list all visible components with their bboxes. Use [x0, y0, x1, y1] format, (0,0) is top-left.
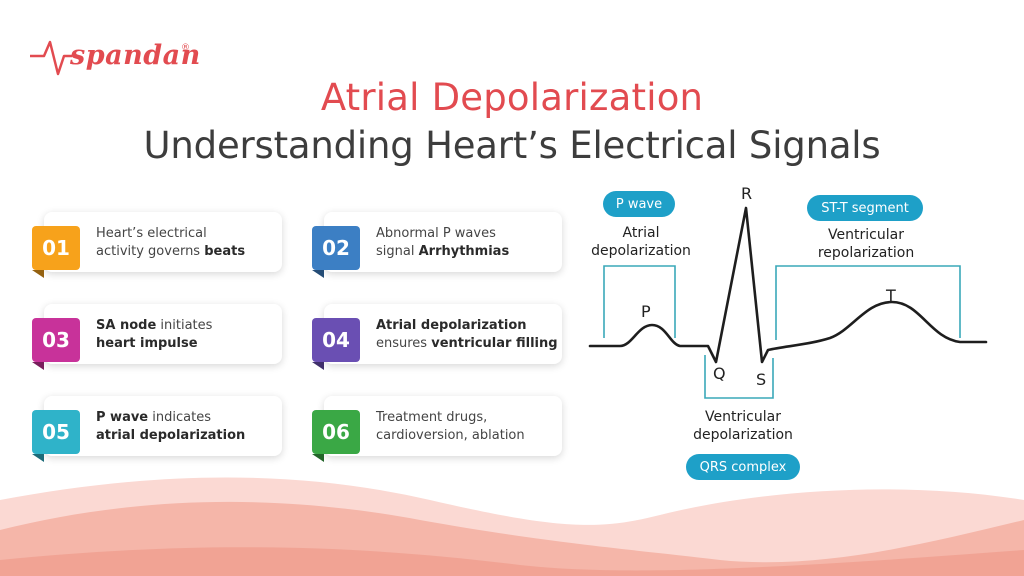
atrial-label-line2: depolarization	[591, 243, 691, 259]
card-line2-bold: beats	[204, 244, 246, 259]
t-letter: T	[886, 286, 896, 305]
p-wave-pill: P wave	[603, 191, 675, 217]
st-t-bracket	[775, 265, 961, 340]
card-line1-bold: Atrial depolarization	[376, 318, 527, 333]
brand-name: spandan	[70, 40, 201, 71]
ecg-trace	[588, 206, 988, 364]
fact-card: 05 P wave indicates atrial depolarizatio…	[32, 396, 282, 462]
fact-card: 01 Heart’s electrical activity governs b…	[32, 212, 282, 278]
page-title: Atrial Depolarization	[320, 76, 704, 119]
s-letter: S	[756, 370, 767, 389]
card-number-badge: 01	[32, 226, 80, 270]
card-text: P wave indicates atrial depolarization	[96, 409, 282, 445]
r-letter: R	[741, 184, 753, 203]
card-number-badge: 04	[312, 318, 360, 362]
heartbeat-logo-icon	[30, 40, 72, 76]
card-line2-bold: atrial depolarization	[96, 428, 246, 443]
badge-fold	[312, 454, 324, 462]
card-line2: ensures	[376, 336, 432, 351]
card-number-badge: 06	[312, 410, 360, 454]
ecg-waveform-diagram	[588, 206, 988, 399]
card-line1: Treatment drugs,	[376, 410, 488, 425]
card-line2: activity governs	[96, 244, 205, 259]
card-line1-bold: SA node	[96, 318, 157, 333]
vent-rep-line2: repolarization	[817, 245, 915, 261]
fact-card: 06 Treatment drugs, cardioversion, ablat…	[312, 396, 562, 462]
vent-dep-line1: Ventricular	[705, 409, 781, 425]
card-line2-bold: heart impulse	[96, 336, 198, 351]
card-text: Heart’s electrical activity governs beat…	[96, 225, 282, 261]
badge-fold	[32, 362, 44, 370]
card-text: Treatment drugs, cardioversion, ablation	[376, 409, 562, 445]
card-text: Atrial depolarization ensures ventricula…	[376, 317, 562, 353]
p-wave-bracket	[603, 265, 676, 338]
q-letter: Q	[713, 364, 726, 383]
atrial-label-line1: Atrial	[622, 225, 660, 241]
badge-fold	[32, 270, 44, 278]
card-line1: Abnormal P waves	[376, 226, 496, 241]
card-text: SA node initiates heart impulse	[96, 317, 282, 353]
card-number-badge: 02	[312, 226, 360, 270]
card-number-badge: 05	[32, 410, 80, 454]
vent-dep-line2: depolarization	[693, 427, 793, 443]
fact-card: 04 Atrial depolarization ensures ventric…	[312, 304, 562, 370]
vent-rep-line1: Ventricular	[828, 227, 904, 243]
ventricular-repolarization-label: Ventricular repolarization	[806, 226, 926, 262]
badge-fold	[32, 454, 44, 462]
fact-card: 02 Abnormal P waves signal Arrhythmias	[312, 212, 562, 278]
fact-card: 03 SA node initiates heart impulse	[32, 304, 282, 370]
badge-fold	[312, 270, 324, 278]
st-t-segment-pill: ST-T segment	[807, 195, 923, 221]
card-line1-bold: P wave	[96, 410, 149, 425]
qrs-complex-pill: QRS complex	[686, 454, 800, 480]
card-line2-bold: ventricular filling	[431, 336, 558, 351]
card-text: Abnormal P waves signal Arrhythmias	[376, 225, 562, 261]
card-line1: Heart’s electrical	[96, 226, 207, 241]
brand-registered-mark: ®	[181, 43, 190, 53]
card-number-badge: 03	[32, 318, 80, 362]
card-line1: indicates	[148, 410, 211, 425]
card-line2: signal	[376, 244, 419, 259]
page-subtitle: Understanding Heart’s Electrical Signals	[143, 124, 881, 167]
card-line2-bold: Arrhythmias	[418, 244, 510, 259]
p-letter: P	[641, 302, 651, 321]
atrial-label: Atrial depolarization	[585, 224, 697, 260]
badge-fold	[312, 362, 324, 370]
card-line2: cardioversion, ablation	[376, 428, 525, 443]
qrs-bracket	[704, 355, 774, 399]
ventricular-depolarization-label: Ventricular depolarization	[682, 408, 804, 444]
card-line1: initiates	[156, 318, 213, 333]
